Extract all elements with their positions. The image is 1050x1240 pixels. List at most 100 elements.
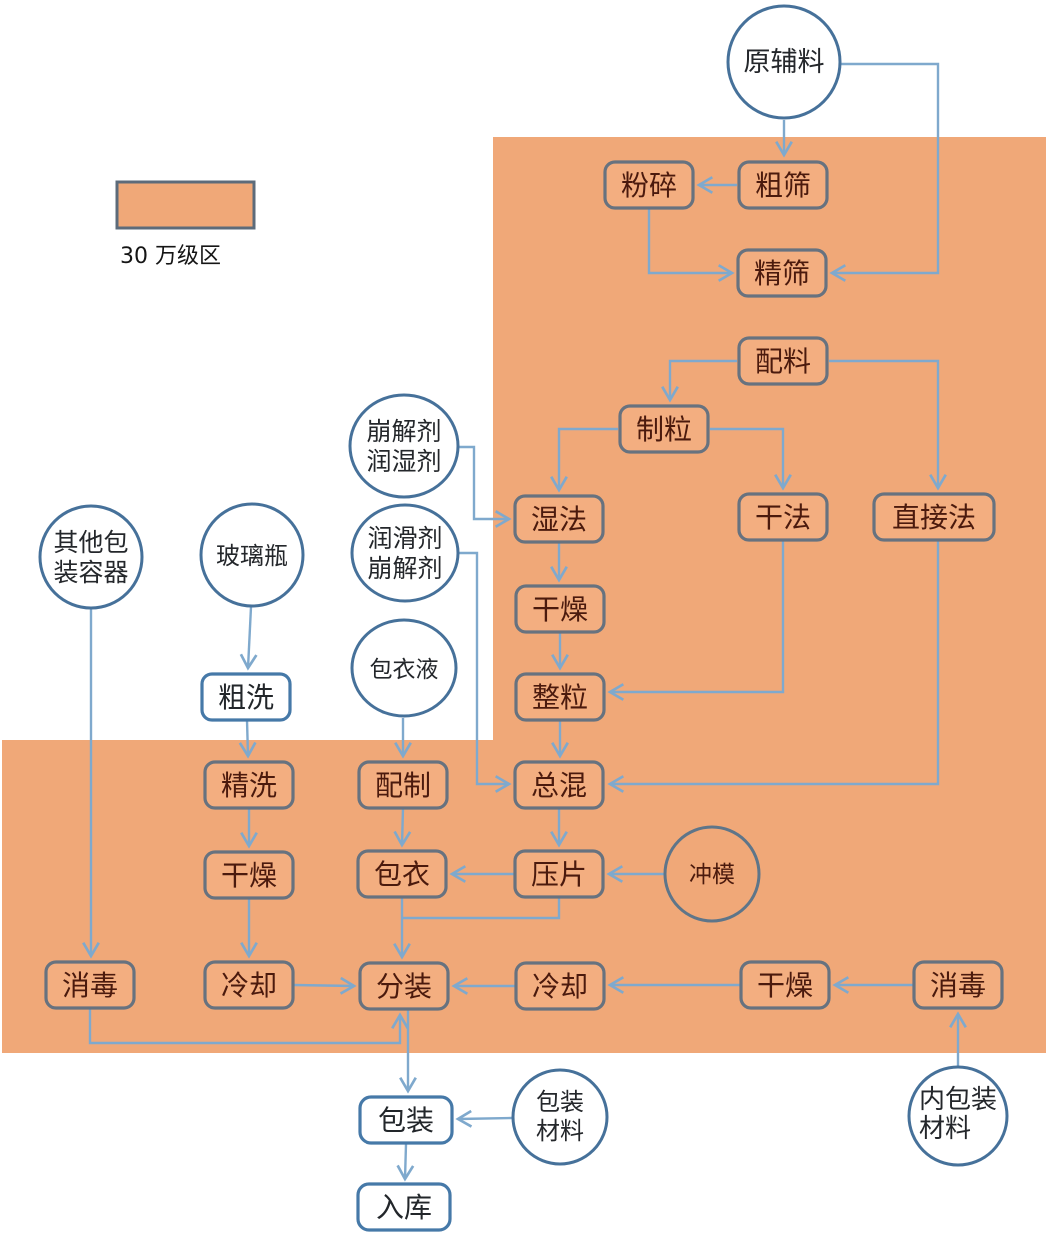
node-qitabaozhuang: 其他包 装容器 xyxy=(38,504,144,610)
node-yapian: 压片 xyxy=(513,849,605,899)
node-yapian-box xyxy=(513,849,605,899)
conn-peiliao-zhijiefa xyxy=(829,359,947,491)
node-chongmo: 冲模 xyxy=(663,825,761,923)
node-lengque-right-box xyxy=(514,961,606,1011)
conn-xiaodu-fenzhuang xyxy=(88,1008,409,1045)
node-zhili-label: 制粒 xyxy=(636,413,692,446)
node-ganzao-wet: 干燥 xyxy=(514,584,606,634)
node-zonghun-label: 总混 xyxy=(531,769,587,802)
node-fensui-label: 粉碎 xyxy=(621,169,677,202)
node-baozhuang-label: 包装 xyxy=(378,1104,434,1137)
node-neibaozhuang-label-1: 内包装 xyxy=(919,1085,997,1115)
node-ganzao-bottle-label: 干燥 xyxy=(221,859,277,892)
node-runhuaji-circle xyxy=(350,503,460,603)
node-baozhuang: 包装 xyxy=(358,1095,454,1145)
node-bengjieji-label-1: 崩解剂 xyxy=(366,417,441,446)
node-shifa-label: 湿法 xyxy=(531,503,587,536)
node-fenzhuang-box xyxy=(358,961,450,1011)
conn-yapian-merge xyxy=(403,898,561,920)
node-baozhuang-box xyxy=(358,1095,454,1145)
node-jingshai: 精筛 xyxy=(736,248,828,298)
node-jingshai-label: 精筛 xyxy=(754,257,810,290)
node-lengque-right-label: 冷却 xyxy=(532,970,588,1003)
node-qitabaozhuang-label-2: 装容器 xyxy=(53,558,128,587)
node-jingxi: 精洗 xyxy=(203,760,295,810)
node-bengjieji-label-2: 润湿剂 xyxy=(366,447,441,476)
node-baoyi-box xyxy=(356,849,448,899)
node-runhuaji-label-1: 润滑剂 xyxy=(367,524,442,553)
node-yuanfuliao-circle xyxy=(726,4,842,120)
node-runhuaji-label-2: 崩解剂 xyxy=(367,554,442,583)
node-zhijiefa-label: 直接法 xyxy=(892,501,976,534)
conn-zhili-shifa xyxy=(550,427,618,493)
node-lengque-left: 冷却 xyxy=(203,960,295,1010)
node-ganzao-right-box xyxy=(739,960,831,1010)
conn-peizhi-baoyi xyxy=(393,807,412,848)
node-ganzao-bottle-box xyxy=(203,850,295,900)
conn-fensui-jingshai xyxy=(647,209,735,282)
node-ruku-box xyxy=(356,1182,452,1232)
node-ruku-label: 入库 xyxy=(376,1191,432,1224)
conn-boliping-cuxi xyxy=(239,606,258,671)
node-baoyi-label: 包衣 xyxy=(374,858,430,891)
node-zhengli-box xyxy=(514,672,606,722)
node-ganzao-right: 干燥 xyxy=(739,960,831,1010)
node-peizhi-label: 配制 xyxy=(375,769,431,802)
node-shifa-box xyxy=(513,494,605,544)
node-baozhuangcailiao-label-1: 包装 xyxy=(536,1088,584,1116)
node-baoyiye-circle xyxy=(350,618,458,718)
node-zhili: 制粒 xyxy=(618,404,710,454)
node-bengjieji-circle xyxy=(348,393,460,499)
legend: 30 万级区 xyxy=(115,180,256,269)
legend-swatch xyxy=(115,180,256,230)
node-fenzhuang: 分装 xyxy=(358,961,450,1011)
conn-yuanfuliao-jingshai xyxy=(829,62,940,282)
legend-label: 30 万级区 xyxy=(120,244,221,269)
node-xiaodu-left: 消毒 xyxy=(44,960,136,1010)
node-cushai-label: 粗筛 xyxy=(755,169,811,202)
conn-zhijiefa-zonghun xyxy=(607,540,940,793)
node-zhijiefa-box xyxy=(872,492,996,542)
node-lengque-right: 冷却 xyxy=(514,961,606,1011)
node-baoyi: 包衣 xyxy=(356,849,448,899)
node-neibaozhuang: 内包装 材料 xyxy=(907,1065,1009,1167)
node-cuxi-label: 粗洗 xyxy=(218,681,274,714)
node-bengjieji: 崩解剂 润湿剂 xyxy=(348,393,460,499)
node-baoyiye-label: 包衣液 xyxy=(370,657,439,683)
node-peizhi: 配制 xyxy=(357,760,449,810)
node-zonghun-box xyxy=(513,760,605,810)
node-xiaodu-right-box xyxy=(912,960,1004,1010)
node-baozhuangcailiao-circle xyxy=(511,1068,609,1166)
node-ganfa-label: 干法 xyxy=(755,501,811,534)
node-jingshai-box xyxy=(736,248,828,298)
node-peiliao-label: 配料 xyxy=(755,345,811,378)
conn-cuxi-jingxi xyxy=(238,719,257,759)
node-zhengli-label: 整粒 xyxy=(532,681,588,714)
node-lengque-left-label: 冷却 xyxy=(221,969,277,1002)
node-peizhi-box xyxy=(357,760,449,810)
node-ganzao-wet-box xyxy=(514,584,606,634)
node-neibaozhuang-label-2: 材料 xyxy=(919,1114,971,1144)
node-shifa: 湿法 xyxy=(513,494,605,544)
node-peiliao-box xyxy=(737,336,829,386)
node-qitabaozhuang-circle xyxy=(38,504,144,610)
node-cushai-box xyxy=(737,160,829,210)
node-lengque-left-box xyxy=(203,960,295,1010)
node-baozhuangcailiao-label-2: 材料 xyxy=(536,1117,584,1145)
node-zhijiefa: 直接法 xyxy=(872,492,996,542)
node-boliping-label: 玻璃瓶 xyxy=(216,542,288,570)
node-xiaodu-right: 消毒 xyxy=(912,960,1004,1010)
node-yuanfuliao-label: 原辅料 xyxy=(744,47,825,78)
node-jingxi-box xyxy=(203,760,295,810)
conn-bengjieji-shifa xyxy=(456,445,512,528)
conn-lengque-fenzhuang xyxy=(293,976,357,995)
node-xiaodu-left-box xyxy=(44,960,136,1010)
node-fenzhuang-label: 分装 xyxy=(376,970,432,1003)
node-neibaozhuang-circle xyxy=(907,1065,1009,1167)
node-zhili-box xyxy=(618,404,710,454)
conn-runhuaji-zonghun xyxy=(457,551,512,793)
node-boliping: 玻璃瓶 xyxy=(199,502,305,608)
connectors xyxy=(82,62,967,1182)
node-yapian-label: 压片 xyxy=(531,858,587,891)
